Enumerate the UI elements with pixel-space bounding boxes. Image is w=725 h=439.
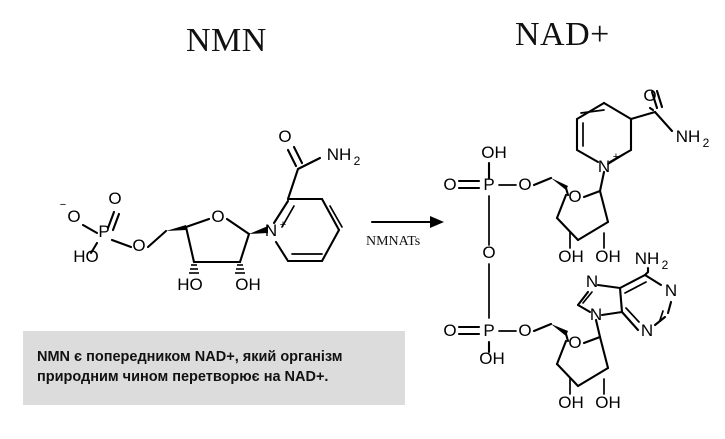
nad-pyridinium-ring: N + [575,101,633,176]
nad-ribose-1-ring: O OH OH [551,170,621,266]
caption-box: NMN є попередником NAD+, який організм п… [23,331,405,405]
nad-phosphate1-double-o-label: O [443,175,456,194]
nad-amide-o-label: O [643,86,656,105]
nmn-phosphate-group: O − O P HO O [60,189,168,266]
nad-ribose1-oh-left-label: OH [558,247,584,266]
nad-carboxamide-group: O NH 2 [629,86,710,150]
nad-amide-nh2-subscript-label: 2 [703,136,710,150]
nmn-ribose-ring: O HO OH [166,207,268,294]
nmn-ribose-oh-label: OH [235,275,261,294]
nad-adenine-n3-label: N [641,321,653,340]
nmn-hash-bonds [189,264,245,274]
nad-phosphate-2-group: O P O OH [443,321,553,368]
caption-line-2: природним чином перетворює на NAD+. [37,369,329,385]
nmn-anomeric-wedge-bond [249,226,268,234]
caption-text: NMN є попередником NAD+, який організм п… [37,347,397,387]
nad-adenine-n7-label: N [586,272,598,291]
nad-ribose1-ring-o-label: O [568,187,581,206]
nad-phosphate2-double-o-label: O [443,321,456,340]
page-title-nad: NAD+ [515,16,610,53]
nmn-phosphorus-label: P [98,222,109,241]
reaction-enzyme-label: NMNATs [366,234,421,249]
nad-bridging-o-label: O [482,243,495,262]
nad-phosphate1-oh-label: OH [481,143,507,162]
nad-ribose2-c5-wedge-bond [551,324,568,336]
nad-ribose-2-ring: O OH OH [551,318,621,412]
reaction-arrow-icon [370,216,444,228]
nmn-ribose-ho-label: HO [177,275,203,294]
nmn-pyridinium-n-label: N [265,221,277,240]
nmn-phosphate-double-o-label: O [108,189,121,208]
caption-line-1: NMN є попередником NAD+, який організм [37,349,343,365]
nmn-phosphate-o-minus-label: O [67,207,80,226]
nad-phosphate2-ester-o-label: O [518,321,531,340]
nad-phosphate2-oh-label: OH [479,349,505,368]
nad-ribose1-c5-wedge-bond [551,178,568,190]
nmn-amide-o-label: O [278,127,291,146]
nad-amide-nh-label: NH [676,127,701,146]
nmn-amide-nh2-subscript-label: 2 [354,154,361,168]
nad-phosphate-1-group: OH O P O O [443,143,553,319]
nad-phosphate1-ester-o-label: O [518,175,531,194]
nmn-ester-o-label: O [132,236,145,255]
nad-ribose1-oh-right-label: OH [595,247,621,266]
nad-ribose2-ring-o-label: O [568,333,581,352]
nad-ribose2-oh-right-label: OH [595,393,621,412]
nad-phosphorus2-label: P [483,321,494,340]
nmn-c5-wedge-bond [166,225,186,231]
nad-pyridinium-positive-charge-label: + [613,151,619,163]
nad-adenine-nh2-label: NH [635,249,660,268]
nad-ribose2-oh-left-label: OH [558,393,584,412]
nmn-phosphate-negative-charge-label: − [60,199,66,211]
nad-adenine-nh2-subscript-label: 2 [662,258,669,272]
page-title-nmn: NMN [186,22,267,59]
nmn-amide-nh-label: NH [327,145,352,164]
nmn-ribose-ring-o-label: O [211,207,224,226]
nmn-pyridinium-ring: N + [265,197,343,263]
nad-adenine-n9-label: N [590,305,602,324]
nad-adenine-ring-system: N N N N NH 2 [576,249,677,340]
nad-adenine-n1-label: N [665,281,677,300]
nmn-carboxamide-group: O NH 2 [278,127,361,201]
nad-pyridinium-n-label: N [598,157,610,176]
nad-phosphorus1-label: P [483,175,494,194]
